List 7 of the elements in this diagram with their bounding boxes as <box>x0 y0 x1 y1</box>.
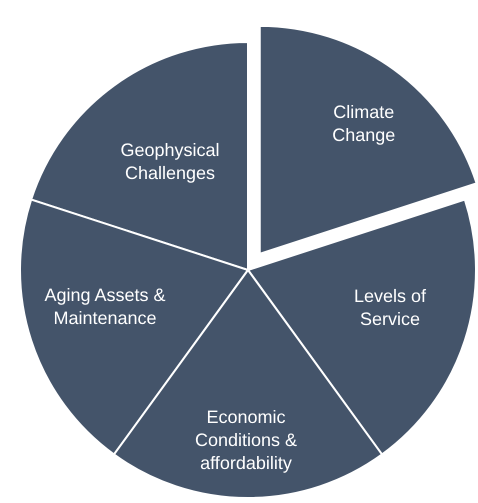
segment-label: Economic Conditions & affordability <box>194 406 298 474</box>
segment-label: Aging Assets & Maintenance <box>43 284 167 330</box>
segment-label: Levels of Service <box>352 285 428 331</box>
pie-segment <box>30 41 249 271</box>
pie-segment <box>258 24 478 255</box>
segment-label: Geophysical Challenges <box>119 139 221 185</box>
segment-label: Climate Change <box>331 100 396 147</box>
